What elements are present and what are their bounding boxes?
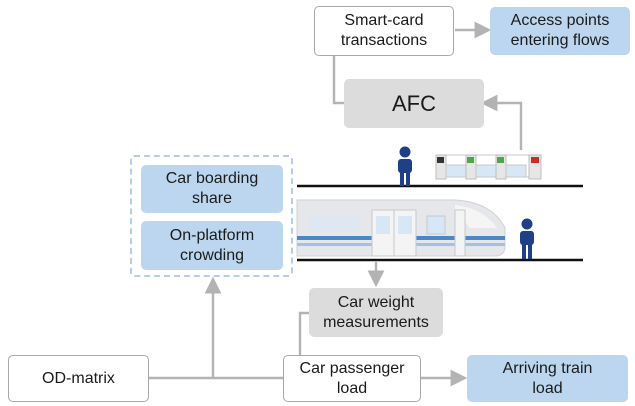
- afc-label: AFC: [392, 90, 436, 116]
- smart-card-transactions-box: Smart-card transactions: [314, 6, 454, 56]
- car-passenger-load-box: Car passenger load: [283, 355, 421, 402]
- train-icon: [296, 199, 506, 257]
- line-smartcard-to-afc: [332, 56, 344, 105]
- access-points-box: Access points entering flows: [490, 7, 630, 55]
- od-matrix-label: OD-matrix: [42, 369, 115, 387]
- access-points-label: Access points entering flows: [510, 12, 610, 49]
- smart-card-transactions-label: Smart-card transactions: [340, 12, 428, 49]
- arrow-gate-to-afc: [480, 94, 523, 150]
- od-matrix-box: OD-matrix: [8, 355, 149, 402]
- on-platform-crowding-box: On-platform crowding: [141, 221, 283, 270]
- person-icon: [398, 146, 412, 186]
- platform-metrics-group: [130, 155, 293, 277]
- car-boarding-share-label: Car boarding share: [165, 170, 259, 207]
- car-passenger-load-label: Car passenger load: [299, 359, 405, 397]
- line-carweight-to-passenger: [298, 311, 309, 357]
- car-boarding-share-box: Car boarding share: [141, 165, 283, 213]
- car-weight-measurements-label: Car weight measurements: [323, 293, 429, 331]
- person-icon: [520, 218, 534, 259]
- car-weight-measurements-box: Car weight measurements: [309, 288, 443, 337]
- connector-lines: [149, 21, 523, 387]
- arriving-train-load-label: Arriving train load: [502, 359, 593, 397]
- arriving-train-load-box: Arriving train load: [467, 355, 628, 402]
- on-platform-crowding-label: On-platform crowding: [169, 226, 255, 264]
- afc-box: AFC: [344, 79, 484, 128]
- fare-gate-icon: [435, 154, 542, 180]
